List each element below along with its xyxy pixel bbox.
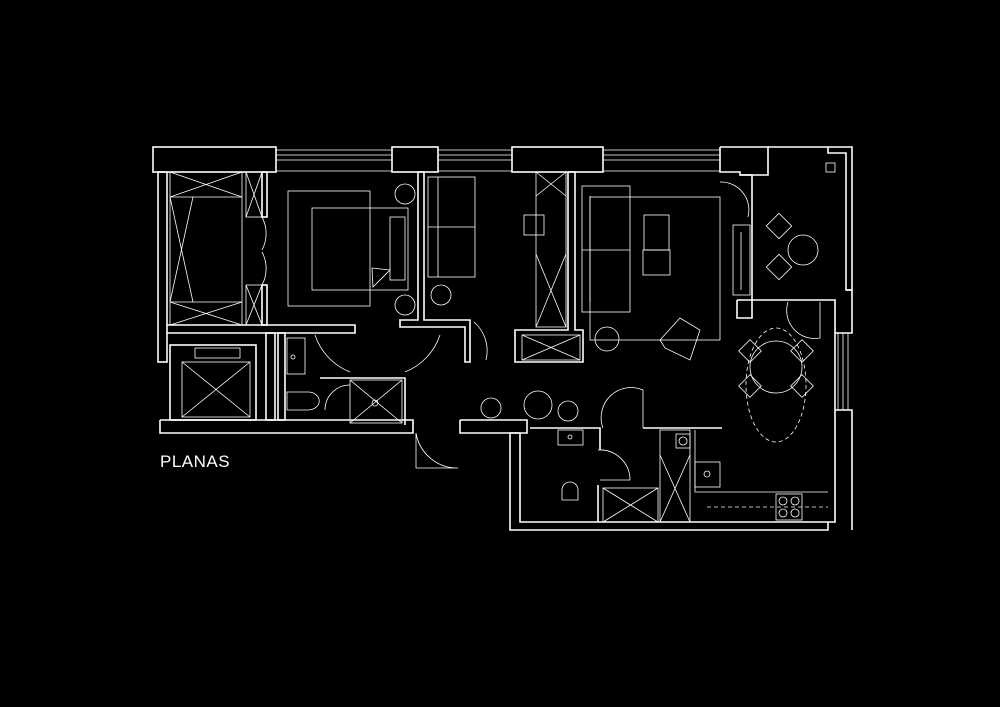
dining-area — [738, 327, 814, 443]
living-room-furniture — [480, 185, 751, 422]
plan-title: PLANAS — [160, 452, 231, 471]
elevator-shaft — [169, 344, 257, 421]
wardrobes — [169, 171, 691, 523]
windows — [276, 149, 849, 410]
doors — [261, 181, 821, 481]
bedroom-furniture — [287, 176, 476, 316]
balcony-furniture — [765, 162, 836, 281]
bathroom-fixtures — [286, 337, 584, 501]
interior-walls — [167, 171, 828, 522]
kitchen — [675, 430, 828, 521]
